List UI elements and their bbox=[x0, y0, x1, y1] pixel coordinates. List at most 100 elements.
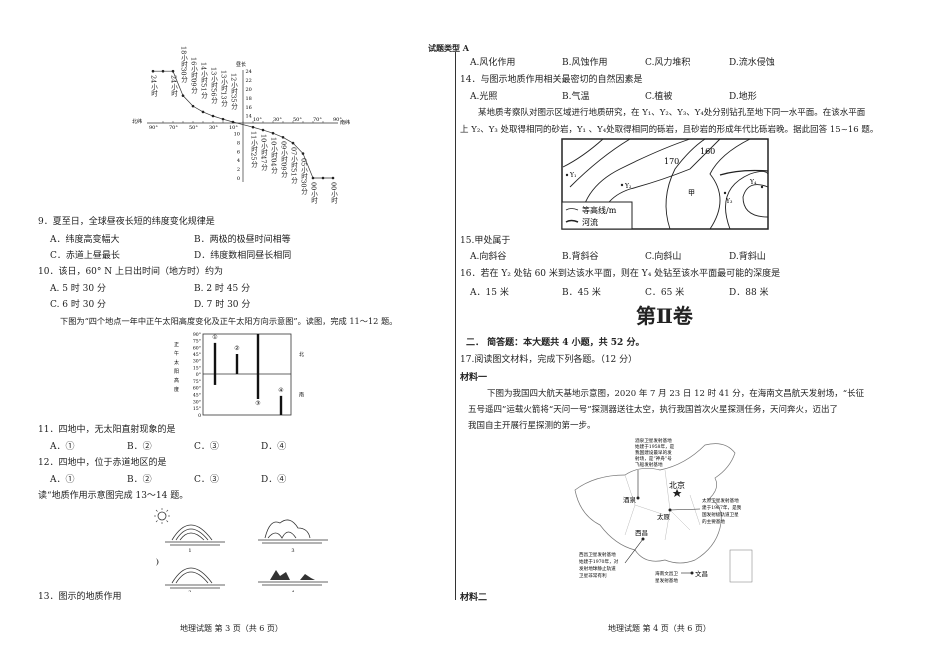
day-length-label: 13小时56分 bbox=[209, 66, 218, 103]
note-jiuquan-2: 始建于1958年，是 bbox=[635, 443, 675, 450]
q15-option-d[interactable]: D.背斜山 bbox=[729, 252, 766, 262]
note-taiyuan-2: 建于1967年，是我 bbox=[702, 504, 742, 511]
y-axis-label-char: 度 bbox=[174, 386, 179, 393]
section-2-heading: 二． 简答题：本大题共 4 小题，共 52 分。 bbox=[466, 338, 645, 348]
note-taiyuan-1: 太原卫星发射基地 bbox=[702, 497, 739, 504]
x-tick-label: 10° bbox=[229, 125, 238, 131]
point-y4: Y₄ bbox=[749, 179, 757, 186]
q15-option-c[interactable]: C.向斜山 bbox=[645, 252, 682, 262]
q14-option-b[interactable]: B.气温 bbox=[562, 92, 590, 102]
y-tick-label: 60° bbox=[193, 386, 201, 392]
intro-15-16-line1: 某地质考察队对图示区域进行地质研究，在 Y₁、Y₂、Y₃、Y₄处分别钻孔至地下同… bbox=[478, 108, 866, 118]
y-tick-label: 20 bbox=[246, 87, 252, 93]
data-point bbox=[191, 104, 195, 108]
q15-option-a[interactable]: A.向斜谷 bbox=[470, 252, 507, 262]
paper-type-header: 试题类型 A bbox=[428, 43, 469, 53]
y-tick-label: 0 bbox=[198, 413, 201, 419]
q14-option-a[interactable]: A.光照 bbox=[470, 92, 498, 102]
y-axis-label-char: 午 bbox=[174, 350, 179, 357]
intro-11-12: 下图为“四个地点一年中正午太阳高度变化及正午太阳方向示意图”。读图，完成 11～… bbox=[60, 316, 398, 326]
point-y3: Y₃ bbox=[725, 198, 733, 205]
x-tick-label: 30° bbox=[209, 125, 218, 131]
left-page-footer: 地理试题 第 3 页（共 6 页） bbox=[180, 624, 283, 633]
note-wenchang-1: 海南文昌卫 bbox=[655, 570, 678, 577]
q11-option-d[interactable]: D．④ bbox=[261, 442, 287, 452]
note-taiyuan-3: 国发射极轨道卫星 bbox=[702, 511, 739, 518]
note-xichang-4: 卫星非常有利 bbox=[579, 572, 607, 579]
y-tick-label: 30° bbox=[193, 399, 201, 405]
q15-option-b[interactable]: B.背斜谷 bbox=[562, 252, 599, 262]
q11-option-a[interactable]: A．① bbox=[50, 442, 75, 452]
note-jiuquan-3: 我国建设最早的发 bbox=[635, 449, 672, 456]
q12-option-c[interactable]: C．③ bbox=[194, 475, 219, 485]
contour-label-170: 170 bbox=[664, 157, 679, 166]
q10-option-d[interactable]: D. 7 时 30 分 bbox=[194, 300, 251, 310]
q9-option-c[interactable]: C．赤道上昼最长 bbox=[50, 251, 120, 261]
q13-stem: 13．图示的地质作用 bbox=[38, 592, 122, 602]
x-axis-label-north: 北纬 bbox=[132, 118, 142, 125]
q13-option-a[interactable]: A.风化作用 bbox=[470, 58, 516, 68]
y-tick-label: 60° bbox=[193, 345, 201, 351]
contour-map: 170 160 Y₁ Y₂ Y₃ Y₄ 甲 等高线/m 河流 bbox=[561, 138, 769, 230]
q12-option-b[interactable]: B．② bbox=[127, 475, 152, 485]
q12-option-d[interactable]: D．④ bbox=[261, 475, 287, 485]
y-tick-label: 4 bbox=[237, 158, 240, 164]
day-length-label: 09小时09分 bbox=[279, 141, 288, 178]
legend-river: 河流 bbox=[582, 217, 598, 227]
note-xichang-1: 西昌卫星发射基地 bbox=[579, 551, 616, 558]
data-point bbox=[331, 176, 335, 180]
q10-stem: 10．该日，60° N 上日出时间（地方时）约为 bbox=[38, 267, 224, 277]
bar-label: ② bbox=[234, 345, 239, 352]
material1-title: 材料一 bbox=[460, 373, 488, 383]
q13-option-b[interactable]: B.风蚀作用 bbox=[562, 58, 608, 68]
x-tick-label: 50° bbox=[189, 125, 198, 131]
q11-option-c[interactable]: C．③ bbox=[194, 442, 219, 452]
q14-option-d[interactable]: D.地形 bbox=[729, 92, 757, 102]
y-tick-label: 18 bbox=[246, 96, 252, 102]
q12-option-a[interactable]: A．① bbox=[50, 475, 75, 485]
q13-option-c[interactable]: C.风力堆积 bbox=[645, 58, 691, 68]
day-length-label: 10小时47分 bbox=[259, 134, 268, 171]
contour-label-160: 160 bbox=[700, 147, 715, 156]
q16-stem: 16．若在 Y₂ 处钻 60 米到达该水平面，则在 Y₄ 处钻至该水平面最可能的… bbox=[460, 269, 781, 279]
day-length-label: 24小时 bbox=[149, 75, 158, 97]
x-tick-label: 90° bbox=[149, 125, 158, 131]
data-point bbox=[221, 117, 225, 121]
legend-contour: 等高线/m bbox=[582, 205, 617, 215]
day-length-label: 05小时30分 bbox=[299, 157, 308, 194]
x-tick-label: 70° bbox=[169, 125, 178, 131]
data-point bbox=[311, 176, 315, 180]
bar-label: ③ bbox=[255, 400, 260, 407]
material2-title: 材料二 bbox=[460, 593, 488, 603]
q10-option-c[interactable]: C. 6 时 30 分 bbox=[50, 300, 107, 310]
y-tick-label: 15° bbox=[193, 406, 201, 412]
q10-option-a[interactable]: A. 5 时 30 分 bbox=[50, 284, 106, 294]
y-tick-label: 6 bbox=[237, 149, 240, 155]
day-length-label: 00小时 bbox=[309, 182, 318, 204]
y-tick-label: 10 bbox=[234, 132, 240, 138]
x-tick-label: 10° bbox=[253, 117, 262, 123]
q11-option-b[interactable]: B．② bbox=[127, 442, 152, 452]
q9-option-a[interactable]: A．纬度高变幅大 bbox=[50, 235, 120, 245]
note-jiuquan-5: 飞船发射基地 bbox=[635, 461, 663, 468]
material1-line2: 五号遥四”运载火箭将“天问一号”探测器送往太空，执行我国首次火星探测任务，天问奔… bbox=[468, 405, 839, 415]
q16-option-a[interactable]: A．15 米 bbox=[470, 288, 509, 298]
city-jiuquan: 酒泉 bbox=[623, 495, 637, 504]
sun-icon bbox=[154, 508, 170, 524]
city-taiyuan: 太原 bbox=[657, 512, 671, 521]
q13-option-d[interactable]: D.流水侵蚀 bbox=[729, 58, 775, 68]
q9-option-d[interactable]: D．纬度数相同昼长相同 bbox=[194, 251, 292, 261]
day-length-chart: 昼长北纬南纬242220181614108642090°70°50°30°10°… bbox=[132, 61, 350, 182]
noon-sun-altitude-chart: 0°15°30°45°60°75°90°75°60°45°30°15°0正午太阳… bbox=[174, 332, 304, 419]
q16-option-b[interactable]: B．45 米 bbox=[562, 288, 601, 298]
data-point bbox=[211, 114, 215, 118]
q16-option-c[interactable]: C．65 米 bbox=[645, 288, 685, 298]
data-point bbox=[251, 125, 255, 129]
north-label: 北 bbox=[299, 351, 304, 358]
q14-option-c[interactable]: C.植被 bbox=[645, 92, 673, 102]
material1-line1: 下图为我国四大航天基地示意图，2020 年 7 月 23 日 12 时 41 分… bbox=[487, 389, 865, 399]
q9-option-b[interactable]: B．两极的极昼时间相等 bbox=[194, 235, 291, 245]
q10-option-b[interactable]: B. 2 时 45 分 bbox=[194, 284, 251, 294]
city-xichang: 西昌 bbox=[635, 529, 648, 537]
q16-option-d[interactable]: D．88 米 bbox=[729, 288, 769, 298]
